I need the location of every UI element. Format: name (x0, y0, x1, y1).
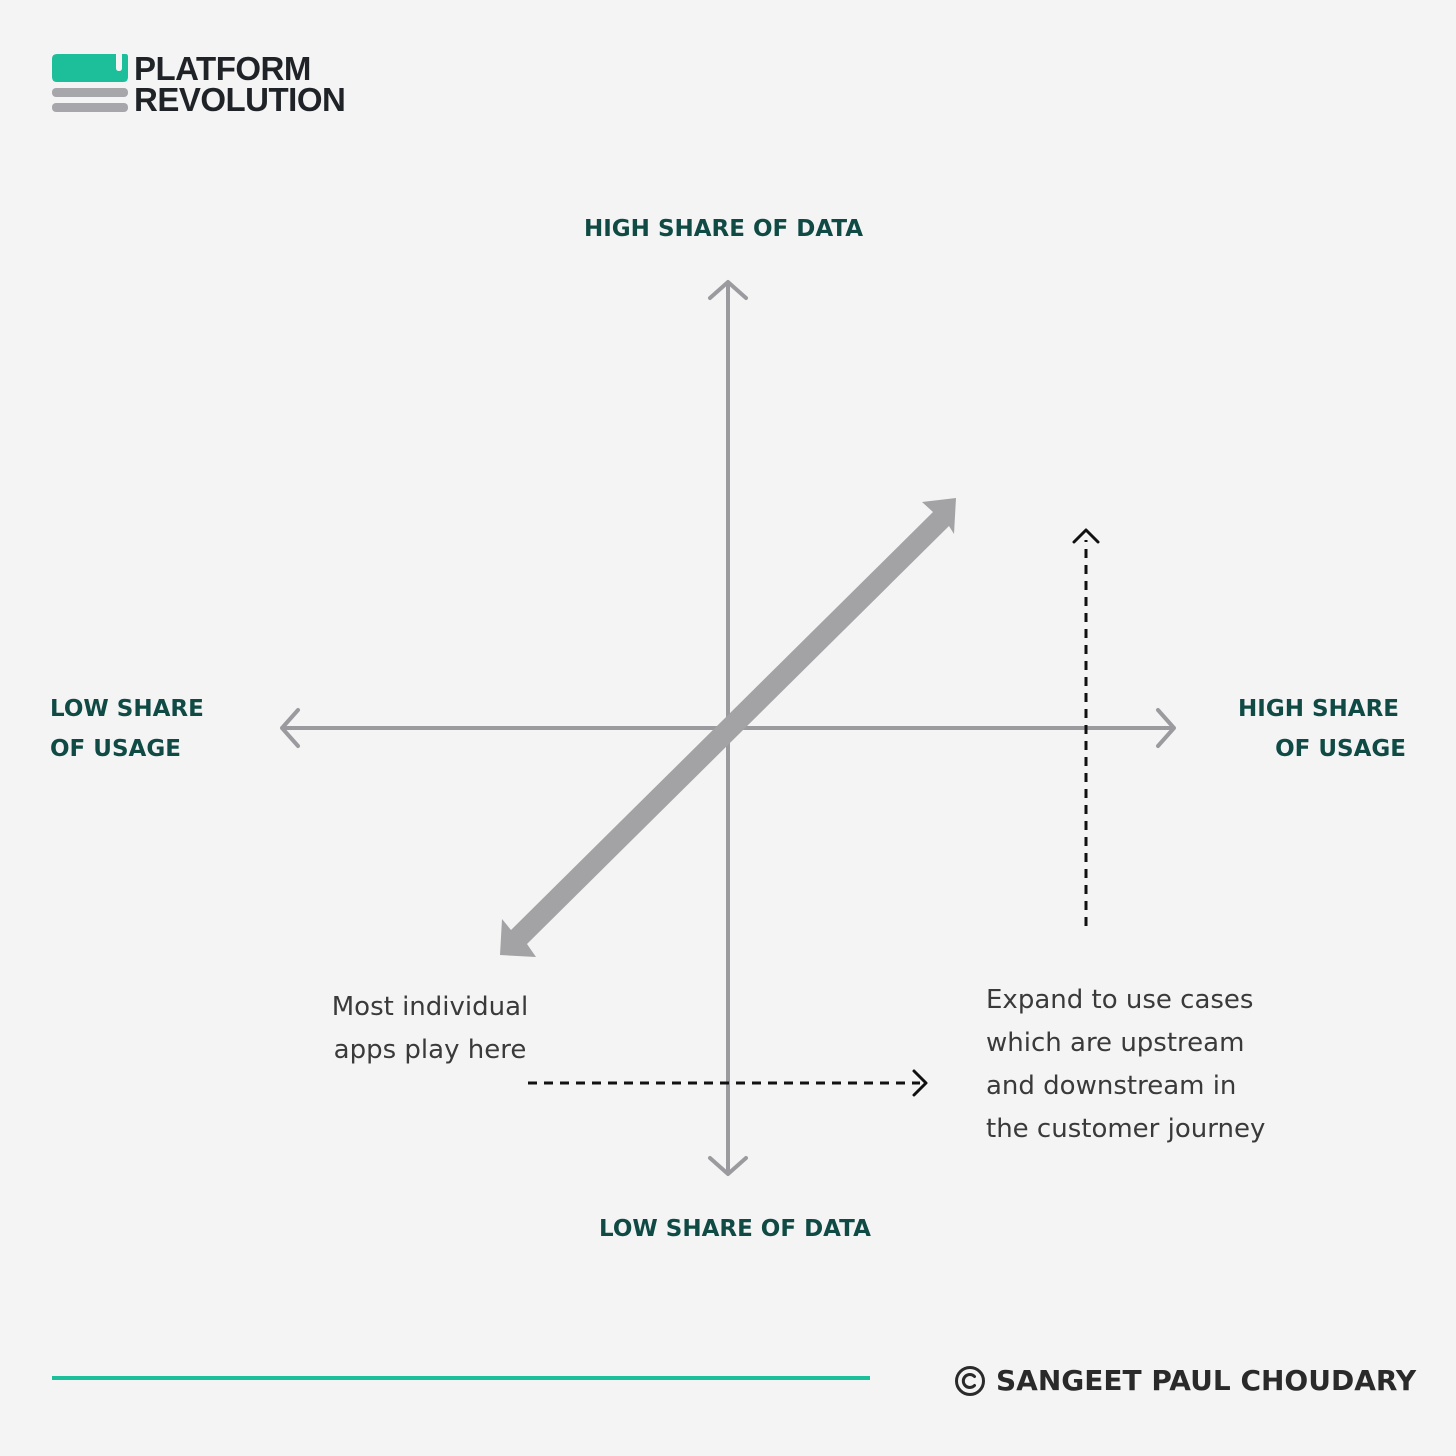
copyright-text: SANGEET PAUL CHOUDARY (996, 1364, 1417, 1397)
bottom-axis-label: LOW SHARE OF DATA (599, 1216, 871, 1242)
right-annotation-line-2: which are upstream (986, 1028, 1245, 1058)
logo: PLATFORM REVOLUTION (52, 52, 352, 116)
axis-arrow-right-icon (1156, 708, 1176, 748)
dotted-arrow-up-icon (1072, 528, 1100, 544)
diagonal-double-arrow-icon (500, 498, 956, 957)
logo-line-2: REVOLUTION (134, 81, 346, 118)
footer-divider (52, 1376, 870, 1380)
left-annotation: Most individual apps play here (300, 986, 560, 1072)
left-annotation-line-2: apps play here (333, 1035, 527, 1065)
copyright-icon (955, 1366, 985, 1396)
right-axis-label-line-2: OF USAGE (1275, 736, 1406, 762)
footer-copyright: SANGEET PAUL CHOUDARY (954, 1364, 1416, 1398)
left-axis-label: LOW SHARE OF USAGE (50, 689, 204, 769)
right-annotation-line-4: the customer journey (986, 1114, 1266, 1144)
right-annotation: Expand to use cases which are upstream a… (986, 979, 1265, 1151)
axis-arrow-up-icon (708, 280, 748, 300)
left-annotation-line-1: Most individual (331, 992, 529, 1022)
left-axis-label-line-1: LOW SHARE (50, 696, 204, 722)
left-axis-label-line-2: OF USAGE (50, 736, 181, 762)
right-axis-label-line-1: HIGH SHARE (1238, 696, 1399, 722)
logo-line-1: PLATFORM (134, 50, 311, 87)
axis-arrow-down-icon (708, 1156, 748, 1176)
dotted-arrow-right-icon (912, 1069, 928, 1097)
right-annotation-line-1: Expand to use cases (986, 985, 1254, 1015)
right-annotation-line-3: and downstream in (986, 1071, 1237, 1101)
axis-arrow-left-icon (280, 708, 300, 748)
logo-mark-icon (52, 54, 128, 112)
top-axis-label: HIGH SHARE OF DATA (584, 216, 864, 242)
right-axis-label: HIGH SHARE OF USAGE (1238, 689, 1406, 769)
